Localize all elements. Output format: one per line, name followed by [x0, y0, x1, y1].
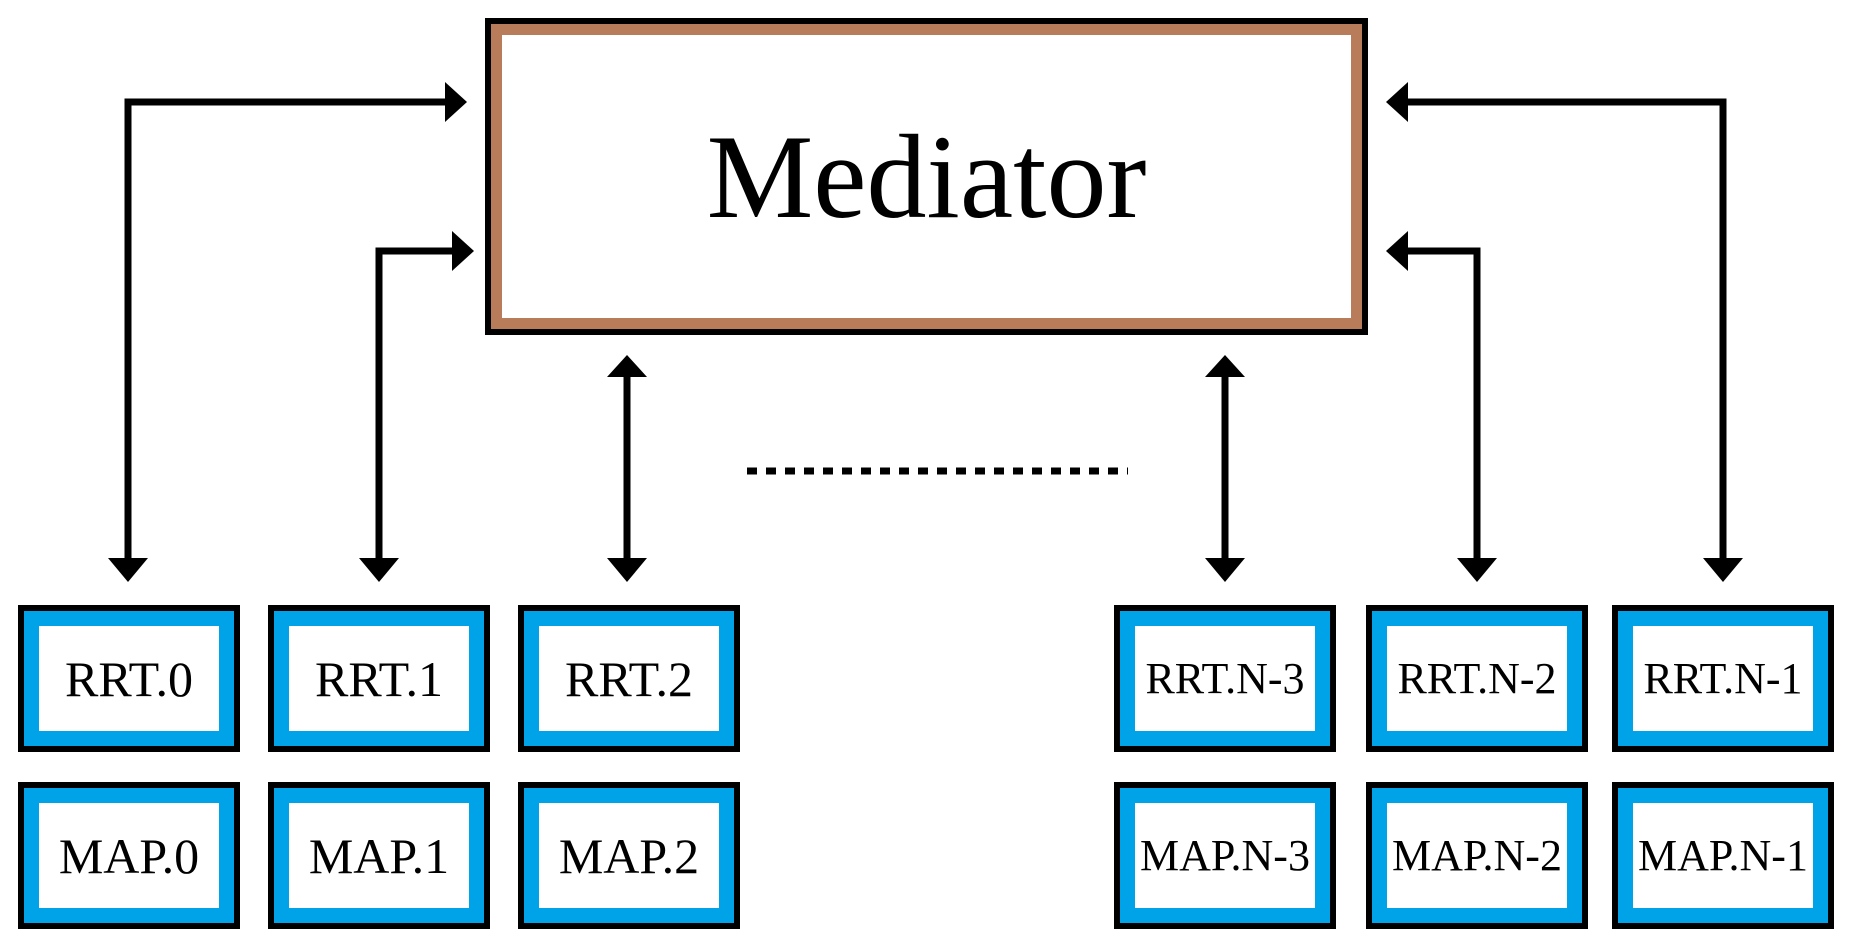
node-map-n2: MAP.N-2 [1366, 782, 1588, 929]
node-rrt-n1-label: RRT.N-1 [1643, 653, 1803, 703]
arrowhead-left-into-mediator-right-top [1386, 82, 1408, 122]
arrowhead-right-into-mediator-left-bottom [452, 231, 474, 271]
arrowhead-right-into-mediator-left-top [445, 82, 467, 122]
node-rrt-1: RRT.1 [268, 605, 490, 752]
node-rrt-0-label: RRT.0 [64, 650, 194, 707]
node-map-n3-label: MAP.N-3 [1140, 830, 1310, 880]
node-rrt-n3-label: RRT.N-3 [1145, 653, 1305, 703]
node-rrt-0: RRT.0 [18, 605, 240, 752]
arrowhead-up-into-mediator-bottom-left [607, 355, 647, 377]
arrowhead-up-into-mediator-bottom-right [1205, 355, 1245, 377]
node-rrt-n2: RRT.N-2 [1366, 605, 1588, 752]
node-map-1-inner: MAP.1 [289, 803, 469, 908]
node-rrt-n1-inner: RRT.N-1 [1633, 626, 1813, 731]
arrowhead-down-into-rrt0 [108, 558, 148, 582]
arrowhead-down-into-rrtn1 [1703, 558, 1743, 582]
mediator-label: Mediator [706, 109, 1147, 243]
mediator-node: Mediator [485, 18, 1368, 335]
node-map-n3-inner: MAP.N-3 [1135, 803, 1315, 908]
node-map-n1-label: MAP.N-1 [1638, 830, 1808, 880]
node-rrt-1-label: RRT.1 [314, 650, 444, 707]
node-map-0-inner: MAP.0 [39, 803, 219, 908]
node-map-n1-inner: MAP.N-1 [1633, 803, 1813, 908]
node-map-n2-inner: MAP.N-2 [1387, 803, 1567, 908]
arrowhead-down-into-rrt1 [359, 558, 399, 582]
node-map-n2-label: MAP.N-2 [1392, 830, 1562, 880]
node-map-0: MAP.0 [18, 782, 240, 929]
node-rrt-n3: RRT.N-3 [1114, 605, 1336, 752]
arrowhead-down-into-rrtn3 [1205, 558, 1245, 582]
node-map-1-label: MAP.1 [308, 827, 450, 884]
connector-mediator-rrt0 [124, 98, 445, 558]
node-rrt-2: RRT.2 [518, 605, 740, 752]
node-rrt-1-inner: RRT.1 [289, 626, 469, 731]
node-map-n3: MAP.N-3 [1114, 782, 1336, 929]
arrowhead-down-into-rrt2 [607, 558, 647, 582]
node-rrt-2-inner: RRT.2 [539, 626, 719, 731]
mediator-node-inner: Mediator [502, 35, 1351, 318]
node-map-1: MAP.1 [268, 782, 490, 929]
connector-mediator-rrtn2 [1408, 247, 1481, 558]
arrowhead-down-into-rrtn2 [1457, 558, 1497, 582]
connector-mediator-rrt1 [375, 247, 452, 558]
node-rrt-2-label: RRT.2 [564, 650, 694, 707]
node-map-n1: MAP.N-1 [1612, 782, 1834, 929]
node-rrt-n1: RRT.N-1 [1612, 605, 1834, 752]
node-rrt-n2-label: RRT.N-2 [1397, 653, 1557, 703]
node-rrt-0-inner: RRT.0 [39, 626, 219, 731]
connector-mediator-rrtn1 [1408, 98, 1727, 558]
node-map-0-label: MAP.0 [58, 827, 200, 884]
node-map-2-inner: MAP.2 [539, 803, 719, 908]
node-map-2-label: MAP.2 [558, 827, 700, 884]
arrowhead-left-into-mediator-right-bottom [1386, 231, 1408, 271]
node-rrt-n2-inner: RRT.N-2 [1387, 626, 1567, 731]
node-map-2: MAP.2 [518, 782, 740, 929]
node-rrt-n3-inner: RRT.N-3 [1135, 626, 1315, 731]
